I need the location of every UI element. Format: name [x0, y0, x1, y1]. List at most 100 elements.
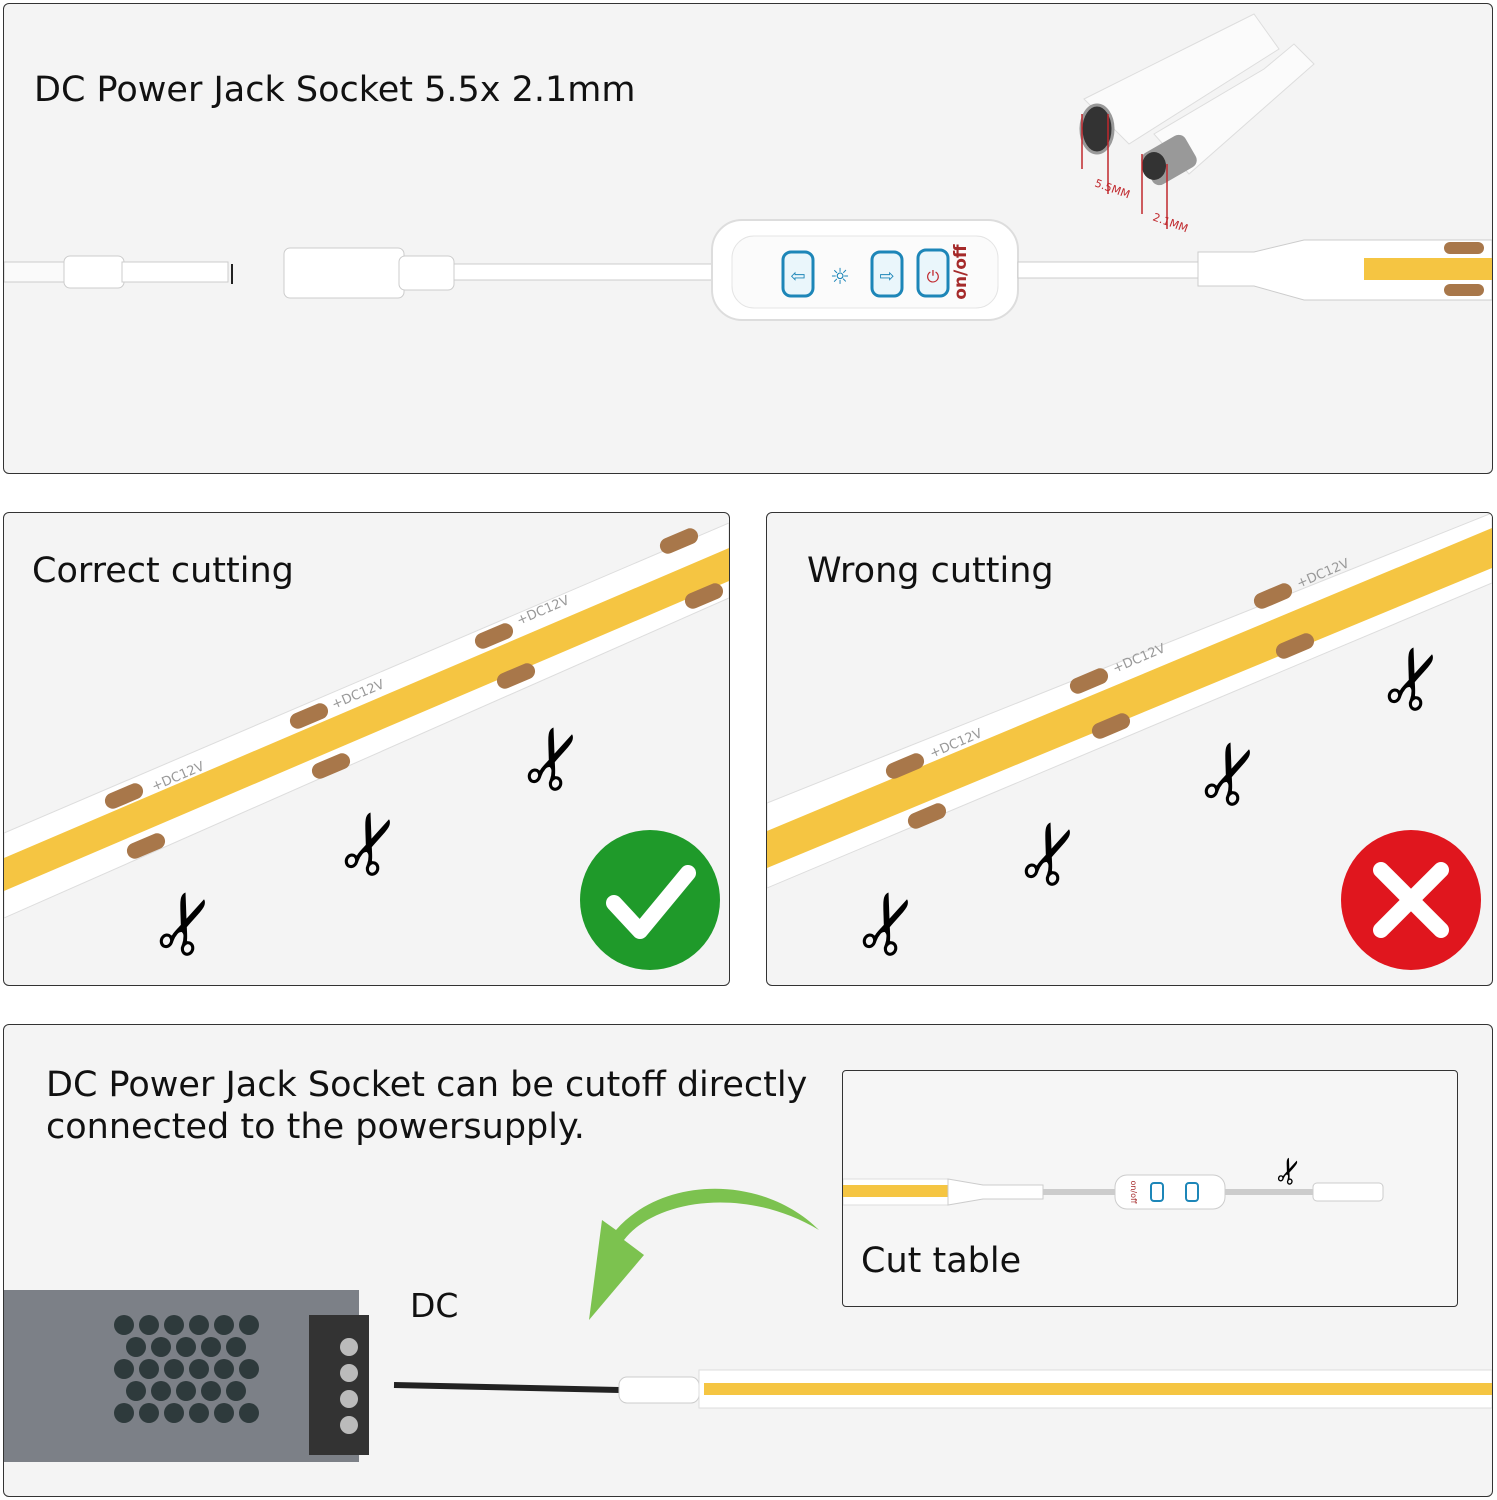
power-supply	[4, 1290, 359, 1462]
shape	[164, 1315, 184, 1335]
shape	[214, 1403, 234, 1423]
scissors-icon: ✂	[834, 876, 944, 971]
shape	[214, 1315, 234, 1335]
power-button	[916, 248, 950, 298]
shape	[1312, 1182, 1384, 1202]
dim-2-1: 2.1MM	[1151, 211, 1190, 236]
scissors-icon: ✂	[1359, 631, 1469, 726]
label: ⇨	[879, 266, 894, 287]
shape	[239, 1403, 259, 1423]
cable	[453, 263, 715, 281]
shape	[176, 1337, 196, 1357]
shape	[114, 1315, 259, 1423]
panel-title: Correct cutting	[32, 551, 294, 591]
shape	[340, 1338, 358, 1434]
shape	[189, 1315, 209, 1335]
shape	[114, 1359, 134, 1379]
scissors-icon: ✂	[499, 711, 609, 806]
shape	[659, 528, 699, 554]
panel-title: Wrong cutting	[807, 551, 1054, 591]
shape	[114, 1315, 134, 1335]
shape	[164, 1403, 184, 1423]
shape	[139, 1403, 159, 1423]
right-button	[870, 250, 904, 298]
shape	[843, 1185, 948, 1197]
shape	[606, 865, 696, 939]
shape	[1150, 1182, 1164, 1202]
check-icon	[580, 830, 720, 970]
shape	[139, 1315, 159, 1335]
shape	[201, 1381, 221, 1401]
shape	[164, 1359, 184, 1379]
scissors-icon: ✂	[1266, 1151, 1313, 1191]
shape	[1197, 239, 1492, 301]
shape	[1253, 583, 1293, 609]
shape	[340, 1338, 358, 1356]
inset-title: Cut table	[861, 1241, 1022, 1281]
cut-table-inset: on/off ✂ Cut table	[842, 1070, 1458, 1307]
wrong-cutting-illustration: +DC12V +DC12V +DC12V ✂ ✂ ✂ ✂	[767, 513, 1492, 971]
shape	[151, 1381, 171, 1401]
shape	[289, 703, 329, 729]
shape	[126, 1337, 146, 1357]
panel-correct-cutting: Correct cutting +DC12V +DC12V +DC12V ✂ ✂…	[3, 512, 730, 986]
shape	[126, 833, 166, 859]
arrow-icon	[589, 1188, 819, 1320]
shape	[907, 803, 947, 829]
on-off-label: on/off	[951, 244, 971, 300]
dc-label: DC	[410, 1286, 458, 1325]
shape	[1083, 13, 1280, 145]
shape	[885, 753, 925, 779]
shape	[239, 1315, 259, 1335]
shape	[151, 1337, 171, 1357]
terminal-block	[309, 1315, 369, 1455]
shape	[767, 528, 1492, 868]
shape	[104, 783, 144, 809]
label: ⇦	[790, 266, 805, 287]
panel-power-supply: DC Power Jack Socket can be cutoff direc…	[3, 1024, 1493, 1497]
shape	[684, 583, 724, 609]
female-socket	[283, 247, 405, 299]
shape	[214, 1359, 234, 1379]
shape	[1444, 242, 1484, 254]
shape	[226, 1337, 246, 1357]
caption-line-1: DC Power Jack Socket can be cutoff direc…	[46, 1065, 808, 1105]
shape	[1444, 284, 1484, 296]
shape	[474, 623, 514, 649]
shape	[189, 1403, 209, 1423]
shape	[139, 1359, 159, 1379]
shape	[176, 1381, 196, 1401]
shape	[1091, 713, 1131, 739]
male-plug-tip	[121, 261, 229, 283]
shape	[189, 1359, 209, 1379]
power-supply-illustration: DC	[4, 1188, 1492, 1462]
female-jack	[1079, 103, 1115, 155]
scissors-icon: ✂	[131, 876, 241, 971]
shape	[947, 1178, 1044, 1206]
shape	[496, 663, 536, 689]
shape	[226, 1381, 246, 1401]
panel-wrong-cutting: Wrong cutting +DC12V +DC12V +DC12V ✂ ✂ ✂…	[766, 512, 1493, 986]
shape	[1069, 668, 1109, 694]
scissors-icon: ✂	[1176, 726, 1286, 821]
panel-title: DC Power Jack Socket 5.5x 2.1mm	[34, 70, 636, 110]
shape	[126, 1381, 146, 1401]
correct-cutting-illustration: +DC12V +DC12V +DC12V ✂ ✂ ✂	[4, 522, 729, 971]
cut-table-illustration: on/off ✂	[843, 1151, 1384, 1210]
shape	[1373, 862, 1449, 938]
led-strip	[1364, 258, 1492, 280]
shape	[114, 1403, 134, 1423]
shape	[398, 255, 455, 291]
shape	[239, 1359, 259, 1379]
panel-power-jack: DC Power Jack Socket 5.5x 2.1mm ⇦ ☼ ⇨ ⏻ …	[3, 3, 1493, 474]
shape	[618, 1376, 700, 1404]
caption-line-2: connected to the powersupply.	[46, 1107, 585, 1147]
shape	[1185, 1182, 1199, 1202]
scissors-icon: ✂	[996, 806, 1106, 901]
male-plug-body	[63, 255, 125, 289]
shape	[1275, 633, 1315, 659]
bulb-icon: ☼	[830, 265, 850, 290]
shape	[1142, 152, 1166, 180]
shape	[340, 1416, 358, 1434]
shape	[340, 1364, 358, 1382]
